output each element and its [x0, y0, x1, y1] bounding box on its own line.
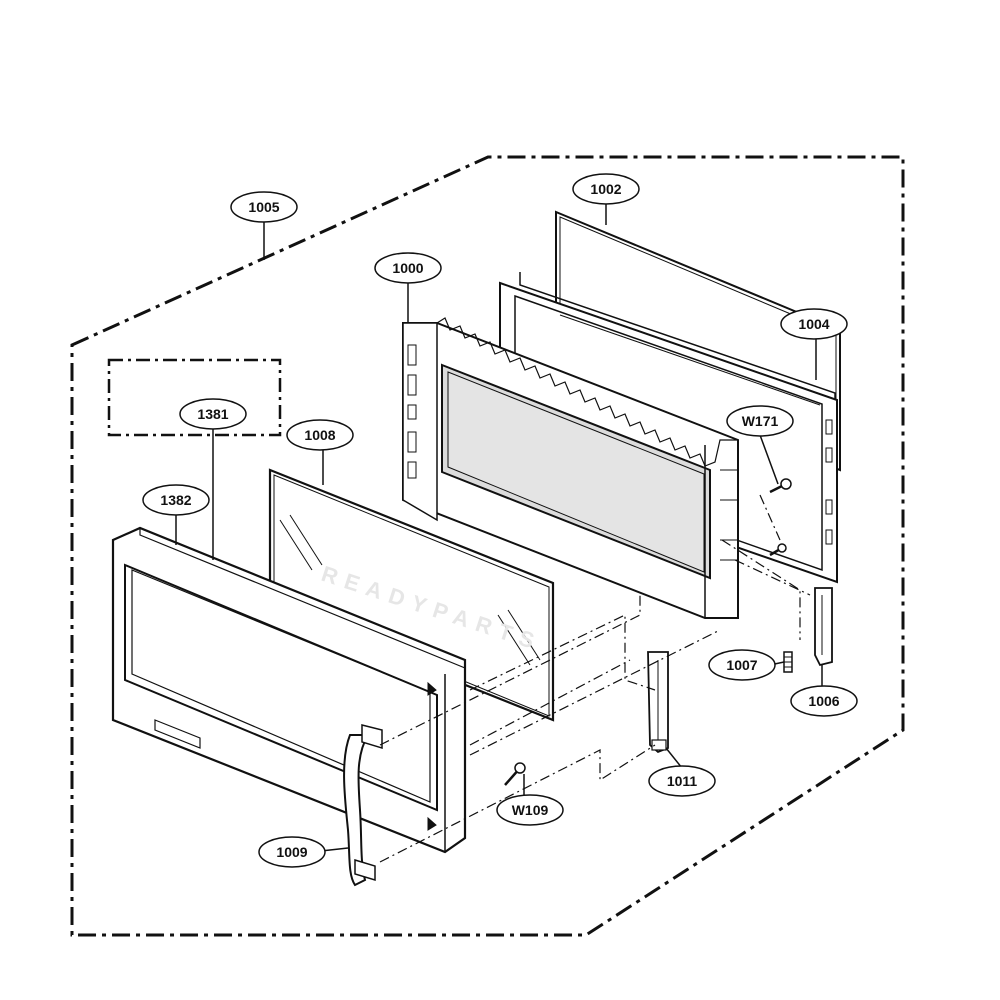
- part-1000-door-frame: [402, 317, 739, 619]
- callout-label: 1002: [590, 181, 621, 197]
- callout-1008: 1008: [286, 419, 354, 451]
- callout-label: W171: [742, 413, 779, 429]
- callout-bubble: [648, 765, 716, 797]
- leader-lines: [175, 203, 823, 853]
- callout-1004: 1004: [780, 308, 848, 340]
- callout-label: 1381: [197, 406, 228, 422]
- callout-1382: 1382: [142, 484, 210, 516]
- callout-bubble: [780, 308, 848, 340]
- callout-label: 1006: [808, 693, 839, 709]
- callout-1002: 1002: [572, 173, 640, 205]
- part-1009-handle: [343, 724, 383, 887]
- callout-bubble: [790, 685, 858, 717]
- assembly-guide-lines: [379, 494, 811, 863]
- callout-w171: W171: [726, 405, 794, 437]
- callout-w109: W109: [496, 794, 564, 826]
- callout-bubble: [230, 191, 298, 223]
- callout-bubble: [572, 173, 640, 205]
- callout-bubble: [286, 419, 354, 451]
- callout-1009: 1009: [258, 836, 326, 868]
- callout-1007: 1007: [708, 649, 776, 681]
- callout-1005: 1005: [230, 191, 298, 223]
- callout-label: 1005: [248, 199, 279, 215]
- callout-label: 1007: [726, 657, 757, 673]
- callout-1011: 1011: [648, 765, 716, 797]
- callout-bubble: [179, 398, 247, 430]
- callout-label: 1011: [667, 773, 698, 789]
- callout-label: 1008: [304, 427, 335, 443]
- callout-bubble: [374, 252, 442, 284]
- part-1006-latch-hook: [814, 587, 833, 667]
- part-1011-interlock-lever: [647, 651, 669, 754]
- callout-bubble: [708, 649, 776, 681]
- callout-bubble: [496, 794, 564, 826]
- callout-bubble: [142, 484, 210, 516]
- callout-1006: 1006: [790, 685, 858, 717]
- kit-boundary-1381: [107, 358, 282, 437]
- callout-bubble: [726, 405, 794, 437]
- callout-label: 1000: [392, 260, 423, 276]
- callout-bubble: [258, 836, 326, 868]
- callout-label: 1382: [160, 492, 191, 508]
- assembly-boundary: [70, 155, 905, 937]
- callout-1000: 1000: [374, 252, 442, 284]
- callout-1381: 1381: [179, 398, 247, 430]
- screw-w109: [504, 762, 526, 786]
- pin-upper-right: [769, 543, 787, 557]
- callout-label: 1004: [798, 316, 829, 332]
- callout-label: 1009: [276, 844, 307, 860]
- screw-w171: [769, 478, 792, 494]
- callout-label: W109: [512, 802, 549, 818]
- part-1007-spring: [783, 651, 793, 673]
